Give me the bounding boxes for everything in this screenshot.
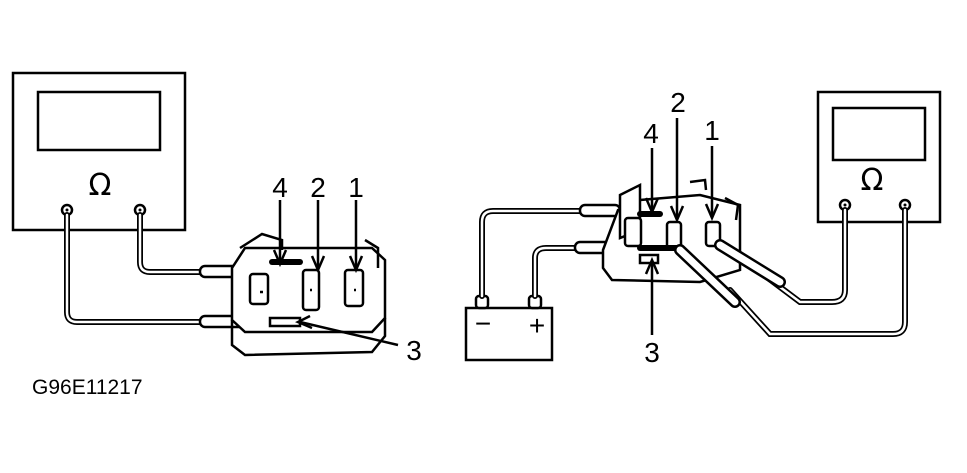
battery-negative-label: − xyxy=(475,308,491,339)
right-relay xyxy=(601,178,742,284)
terminal-label-3: 3 xyxy=(644,337,660,368)
terminal-label-2: 2 xyxy=(310,172,326,203)
left-ohmmeter: Ω xyxy=(11,71,187,232)
left-callouts: 4 2 1 3 xyxy=(272,172,422,366)
left-test-leads xyxy=(64,212,247,329)
ohm-symbol: Ω xyxy=(89,168,112,203)
battery-positive-label: + xyxy=(529,310,545,341)
right-test-leads xyxy=(674,207,908,337)
right-callouts: 4 2 1 3 xyxy=(643,87,720,368)
figure-code: G96E11217 xyxy=(32,376,143,399)
terminal-label-1: 1 xyxy=(348,172,364,203)
ohm-symbol: Ω xyxy=(861,163,884,198)
battery: − + xyxy=(464,294,554,362)
left-relay xyxy=(230,232,387,357)
terminal-label-4: 4 xyxy=(272,172,288,203)
battery-leads xyxy=(479,203,622,299)
terminal-label-1: 1 xyxy=(704,115,720,146)
terminal-label-4: 4 xyxy=(643,118,659,149)
terminal-label-3: 3 xyxy=(406,335,422,366)
terminal-label-2: 2 xyxy=(670,87,686,118)
right-ohmmeter: Ω xyxy=(816,90,942,224)
